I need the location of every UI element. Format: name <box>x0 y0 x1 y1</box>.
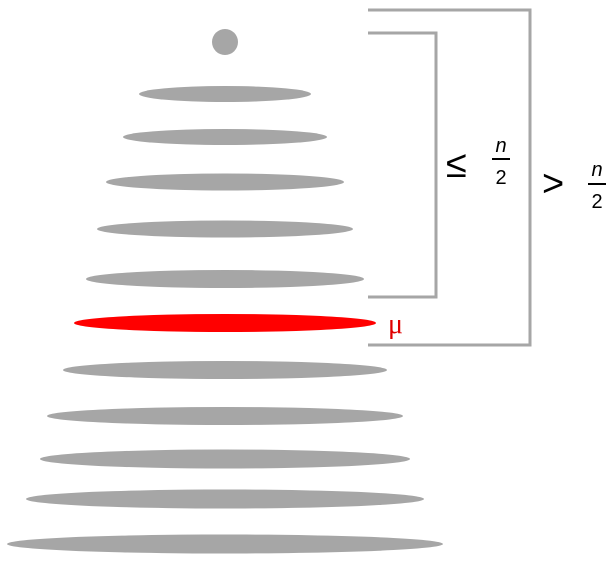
median-label: μ <box>388 309 403 340</box>
median-ellipse <box>74 314 376 332</box>
bracket-outer <box>368 8 532 347</box>
inner-denominator: 2 <box>495 167 506 189</box>
outer-denominator: 2 <box>591 191 602 213</box>
layer-ellipse <box>63 361 387 379</box>
layer-ellipse <box>26 489 424 509</box>
layers-above-median <box>86 86 364 288</box>
layer-ellipse <box>106 173 344 191</box>
layer-ellipse <box>40 449 410 469</box>
inner-bracket-label: ≤ n 2 <box>446 135 510 189</box>
apex-point <box>212 29 238 55</box>
layer-ellipse <box>47 407 403 425</box>
layers-below-median <box>7 361 443 554</box>
layer-ellipse <box>139 86 311 102</box>
outer-relation-symbol: > <box>542 163 564 205</box>
layer-ellipse <box>123 129 327 145</box>
bracket-inner <box>368 31 438 299</box>
outer-numerator: n <box>591 159 602 181</box>
layer-ellipse <box>97 220 353 238</box>
outer-bracket-label: > n 2 <box>542 159 606 213</box>
layer-ellipse <box>7 534 443 554</box>
inner-numerator: n <box>495 135 506 157</box>
layer-ellipse <box>86 270 364 288</box>
inner-relation-symbol: ≤ <box>446 144 467 186</box>
